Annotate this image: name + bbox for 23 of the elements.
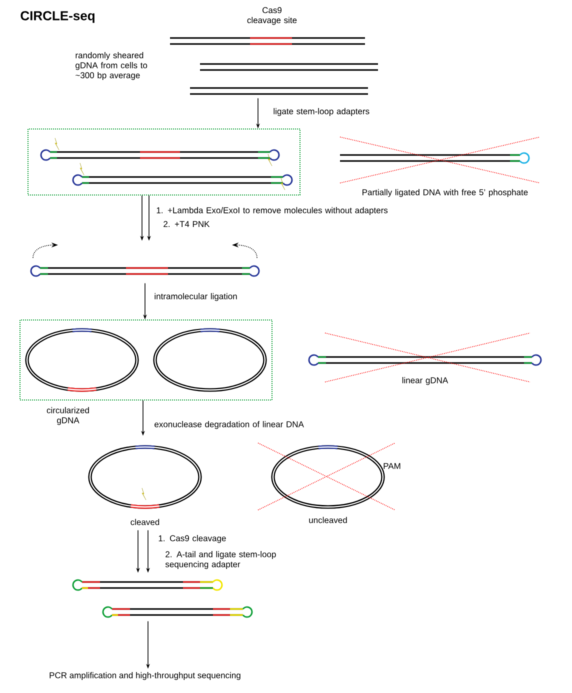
caption: PAM xyxy=(384,463,400,469)
edge-label: exonuclease degradation of linear DNA xyxy=(154,421,304,429)
node-label: cleaved xyxy=(130,518,160,526)
edge-label: 1. +Lambda Exo/ExoI to remove molecules without adapters xyxy=(156,207,388,215)
edge-label: ligate stem-loop adapters xyxy=(274,108,370,116)
dna-drawing xyxy=(72,579,253,618)
caption: Partially ligated DNA with free 5’ phosphate xyxy=(362,189,528,197)
edge-label: intramolecular ligation xyxy=(154,293,237,301)
edge-label: 2. +T4 PNK xyxy=(164,221,210,227)
dna-drawing xyxy=(170,37,378,95)
sample-box xyxy=(20,320,272,400)
edge-label: 2. A-tail and ligate stem-loop sequencing adapter xyxy=(165,551,276,569)
dna-drawing xyxy=(30,242,260,277)
node-label: Cas9 cleavage site xyxy=(247,7,297,25)
step-text: PCR amplification and high-throughput sequencing xyxy=(50,672,240,680)
dna-drawing xyxy=(88,445,202,509)
node-label: circularized gDNA xyxy=(46,407,89,425)
caption: uncleaved xyxy=(309,516,347,524)
node-label: randomly sheared gDNA from cells to ~300 bp average xyxy=(76,52,148,80)
sample-box xyxy=(28,128,300,196)
caption: linear gDNA xyxy=(402,377,448,385)
edge-label: 1. Cas9 cleavage xyxy=(158,535,226,543)
title: CIRCLE-seq xyxy=(20,11,94,23)
